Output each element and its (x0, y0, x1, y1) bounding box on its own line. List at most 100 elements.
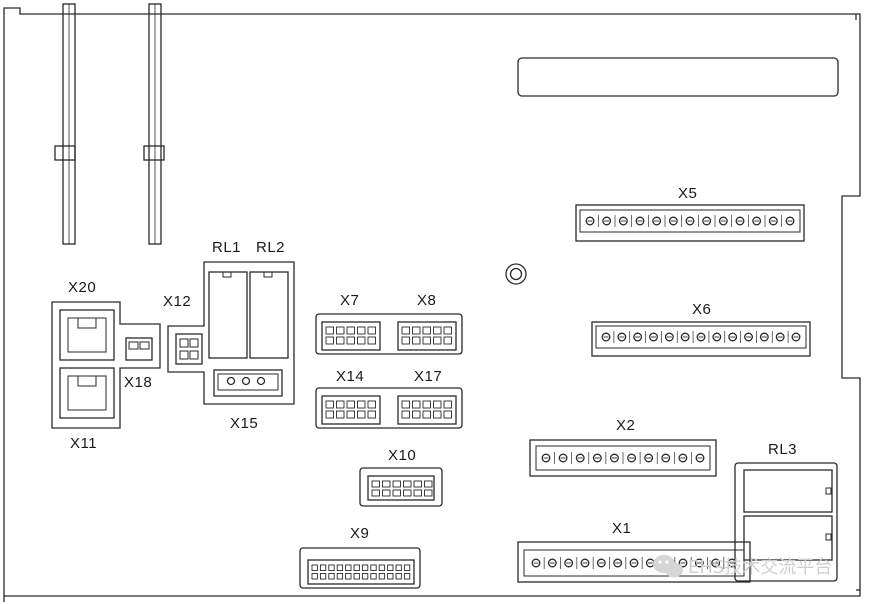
header-pin (382, 480, 391, 488)
header-pin (319, 564, 327, 571)
header-pin (336, 410, 345, 419)
watermark: EHS技术交流平台 (653, 555, 832, 578)
header-pin (371, 489, 380, 497)
header-pin (422, 410, 431, 419)
header-pin (357, 410, 366, 419)
terminal-pin (678, 558, 688, 568)
relay-block (167, 261, 295, 405)
header-pin (353, 573, 360, 580)
connector-x6 (591, 321, 811, 357)
label-x1: X1 (612, 520, 631, 537)
terminal-pin (759, 332, 769, 342)
header-pin (311, 564, 318, 571)
terminal-pin (685, 216, 695, 226)
header-pin (328, 564, 335, 571)
terminal-pin (728, 332, 738, 342)
connector-x1-pins (531, 557, 737, 569)
terminal-pin (613, 558, 623, 568)
header-pin (346, 400, 355, 409)
label-x11: X11 (70, 435, 97, 452)
header-pin (367, 400, 376, 409)
header-pin (370, 573, 377, 580)
header-pin (345, 564, 352, 571)
label-rl3: RL3 (768, 441, 797, 458)
connector-x14 (321, 395, 381, 425)
header-pin (336, 400, 345, 409)
header-pin (336, 573, 344, 580)
header-pin (401, 326, 410, 335)
header-pin (412, 410, 421, 419)
label-x8: X8 (417, 292, 436, 309)
header-pin (443, 410, 452, 419)
connector-block-x7-x8 (315, 313, 463, 355)
standoff-screw (505, 263, 527, 285)
connector-x2-pins (541, 452, 705, 464)
label-x15: X15 (230, 415, 258, 432)
terminal-pin (617, 332, 627, 342)
header-pin (346, 410, 355, 419)
header-pin (378, 564, 386, 571)
relay-rl1 (208, 271, 248, 359)
terminal-pin (580, 558, 590, 568)
header-pin (403, 480, 412, 488)
header-pin (336, 336, 345, 345)
header-pin (378, 573, 386, 580)
connector-x17 (397, 395, 457, 425)
header-pin (433, 336, 442, 345)
header-pin (422, 400, 431, 409)
header-pin (325, 410, 334, 419)
terminal-pin (596, 558, 606, 568)
watermark-text: EHS技术交流平台 (688, 557, 832, 578)
label-x18: X18 (124, 374, 152, 391)
header-pin (433, 326, 442, 335)
terminal-pin (644, 453, 654, 463)
connector-x18 (125, 337, 153, 361)
header-pin (357, 400, 366, 409)
header-pin (403, 573, 411, 580)
header-pin (401, 410, 410, 419)
terminal-pin (585, 216, 595, 226)
label-x14: X14 (336, 368, 364, 385)
terminal-pin (652, 216, 662, 226)
terminal-pin (664, 332, 674, 342)
terminal-pin (768, 216, 778, 226)
header-pin (412, 336, 421, 345)
header-pin (413, 489, 422, 497)
label-x20: X20 (68, 279, 96, 296)
label-x12: X12 (163, 293, 191, 310)
header-pin (392, 480, 401, 488)
header-pin (403, 489, 412, 497)
terminal-pin (752, 216, 762, 226)
terminal-pin (668, 216, 678, 226)
mounting-rail-left (54, 3, 76, 245)
header-pin (345, 573, 352, 580)
header-pin (325, 336, 334, 345)
header-pin (387, 573, 394, 580)
label-x5: X5 (678, 185, 697, 202)
header-pin (367, 410, 376, 419)
header-pin (443, 400, 452, 409)
terminal-pin (785, 216, 795, 226)
header-pin (443, 336, 452, 345)
terminal-pin (791, 332, 801, 342)
header-pin (413, 480, 422, 488)
terminal-pin (718, 216, 728, 226)
mounting-rail-right (143, 3, 165, 245)
header-pin (325, 400, 334, 409)
terminal-pin (649, 332, 658, 342)
rj45-block (51, 301, 161, 429)
header-pin (401, 336, 410, 345)
header-pin (336, 326, 345, 335)
header-pin (361, 564, 369, 571)
relay-rl3 (734, 462, 838, 582)
label-x10: X10 (388, 447, 416, 464)
header-pin (357, 336, 366, 345)
terminal-pin (633, 332, 643, 342)
header-pin (346, 336, 355, 345)
connector-x1 (517, 541, 751, 583)
connector-x5 (575, 204, 805, 242)
connector-x8 (397, 321, 457, 351)
connector-x7 (321, 321, 381, 351)
terminal-pin (702, 216, 712, 226)
label-x2: X2 (616, 417, 635, 434)
